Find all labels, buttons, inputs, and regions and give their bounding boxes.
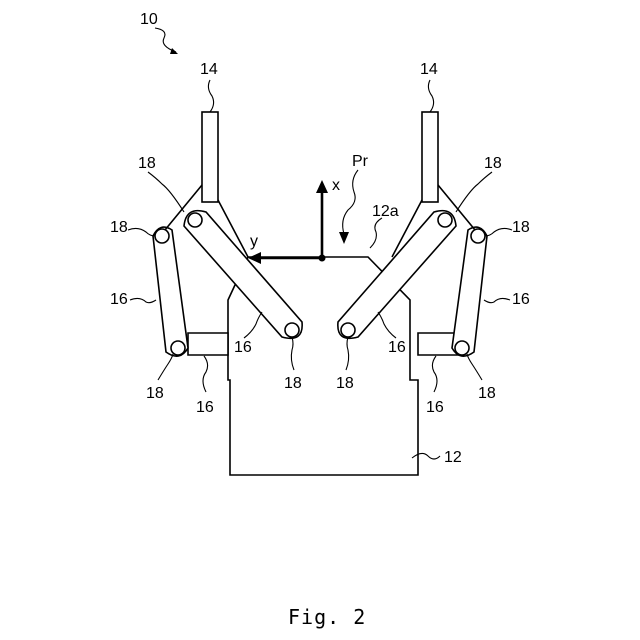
label-pin-3: 18 <box>146 385 164 402</box>
pin-right-lower-outer <box>455 341 469 355</box>
x-axis-arrowhead <box>316 180 328 193</box>
leader-12a <box>370 218 382 248</box>
leader-18-g <box>485 228 512 236</box>
pin-right-upper-outer <box>471 229 485 243</box>
label-link-2: 16 <box>196 399 214 416</box>
leader-10 <box>155 28 176 52</box>
label-finger-right: 14 <box>420 61 438 78</box>
label-pin-6: 18 <box>478 385 496 402</box>
label-pin-5: 18 <box>336 375 354 392</box>
leader-18-a <box>148 172 184 212</box>
leader-pr-arrow <box>339 232 349 244</box>
label-link-6: 16 <box>512 291 530 308</box>
leader-18-f <box>467 354 482 380</box>
label-axis-x: x <box>332 177 340 194</box>
label-pin-1: 18 <box>138 155 156 172</box>
label-link-4: 16 <box>388 339 406 356</box>
pin-left-lower-outer <box>171 341 185 355</box>
leader-16-b <box>203 356 208 392</box>
leader-14-left <box>208 80 213 112</box>
label-link-3: 16 <box>234 339 252 356</box>
pin-left-upper-inner <box>188 213 202 227</box>
right-finger <box>422 112 438 202</box>
label-finger-left: 14 <box>200 61 218 78</box>
leader-pr <box>343 170 358 234</box>
left-finger <box>202 112 218 202</box>
pin-left-upper-outer <box>155 229 169 243</box>
label-base: 12 <box>444 449 462 466</box>
leader-10-arrow <box>170 48 178 54</box>
label-pin-8: 18 <box>484 155 502 172</box>
leader-18-c <box>158 354 173 380</box>
label-link-5: 16 <box>426 399 444 416</box>
pin-right-lower-inner <box>341 323 355 337</box>
leader-18-b <box>128 228 155 236</box>
left-mount-bracket <box>188 333 228 355</box>
label-base-face: 12a <box>372 203 399 220</box>
right-outer-link <box>452 227 487 356</box>
label-pin-7: 18 <box>512 219 530 236</box>
leader-16-f <box>484 298 510 302</box>
label-device: 10 <box>140 11 158 28</box>
figure-caption: Fig. 2 <box>288 605 366 629</box>
leader-18-h <box>456 172 492 212</box>
left-outer-link <box>153 227 188 356</box>
label-axis-y: y <box>250 233 258 250</box>
leader-16-a <box>130 298 156 302</box>
pin-left-lower-inner <box>285 323 299 337</box>
pin-right-upper-inner <box>438 213 452 227</box>
label-link-1: 16 <box>110 291 128 308</box>
label-pin-2: 18 <box>110 219 128 236</box>
label-pin-4: 18 <box>284 375 302 392</box>
leader-14-right <box>428 80 433 112</box>
reference-point <box>319 255 326 262</box>
leader-16-e <box>432 356 437 392</box>
label-point: Pr <box>352 153 369 170</box>
